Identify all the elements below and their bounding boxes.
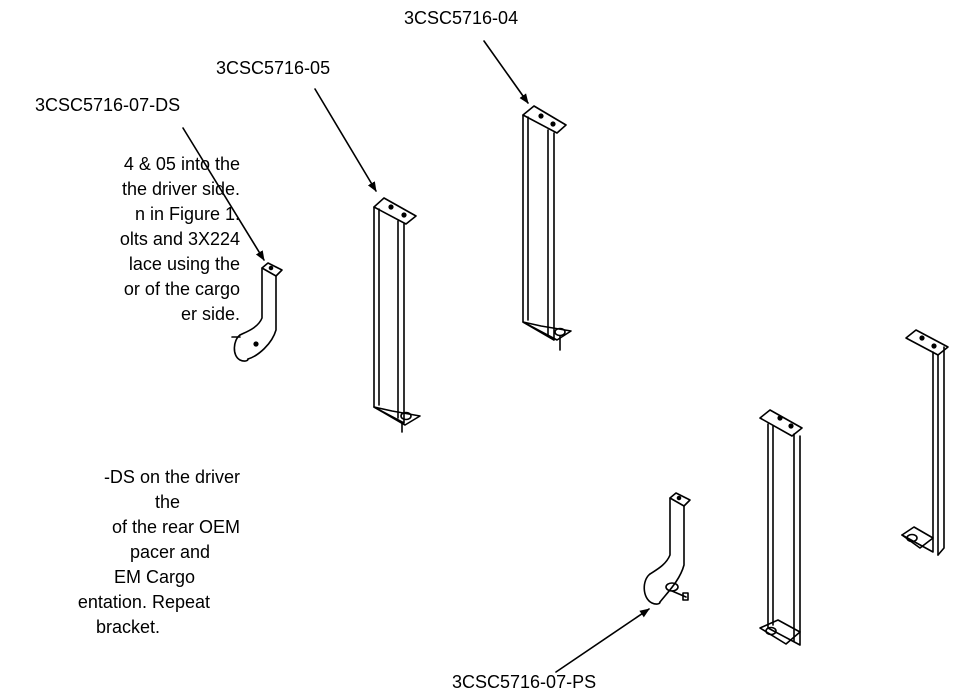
instruction-line: entation. Repeat	[77, 592, 210, 612]
leader-arrow-07-ds	[182, 127, 265, 261]
instruction-line: olts and 3X224	[119, 229, 240, 249]
bracket-lower-right	[901, 329, 949, 556]
bracket-3csc5716-05	[373, 197, 421, 433]
instruction-text-block-2: -DS on the driver the of the rear OEM pa…	[0, 465, 240, 640]
part-label-3csc5716-07-ps: 3CSC5716-07-PS	[452, 672, 597, 692]
leader-arrow-04	[483, 40, 529, 104]
instruction-line: bracket.	[95, 617, 160, 637]
part-label-3csc5716-07-ds: 3CSC5716-07-DS	[35, 95, 181, 115]
instruction-line: n in Figure 1.	[134, 204, 240, 224]
bracket-3csc5716-07-ds	[231, 262, 283, 362]
part-label-3csc5716-05: 3CSC5716-05	[216, 58, 331, 78]
bracket-3csc5716-07-ps	[643, 492, 691, 605]
leader-arrow-05	[314, 88, 377, 192]
instruction-line: the	[154, 492, 180, 512]
instruction-line: 4 & 05 into the	[123, 154, 240, 174]
part-label-3csc5716-04: 3CSC5716-04	[404, 8, 519, 28]
bracket-lower-middle	[759, 409, 803, 646]
instruction-line: er side.	[180, 304, 240, 324]
instruction-line: -DS on the driver	[103, 467, 240, 487]
instruction-line: or of the cargo	[123, 279, 240, 299]
instruction-line: pacer and	[129, 542, 210, 562]
bracket-3csc5716-04	[522, 105, 572, 351]
instruction-line: lace using the	[128, 254, 240, 274]
instruction-line: of the rear OEM	[111, 517, 240, 537]
instruction-line: EM Cargo	[113, 567, 195, 587]
instruction-text-block-1: 4 & 05 into the the driver side. n in Fi…	[0, 152, 240, 327]
leader-arrow-07-ps	[555, 608, 650, 673]
instruction-line: the driver side.	[121, 179, 240, 199]
